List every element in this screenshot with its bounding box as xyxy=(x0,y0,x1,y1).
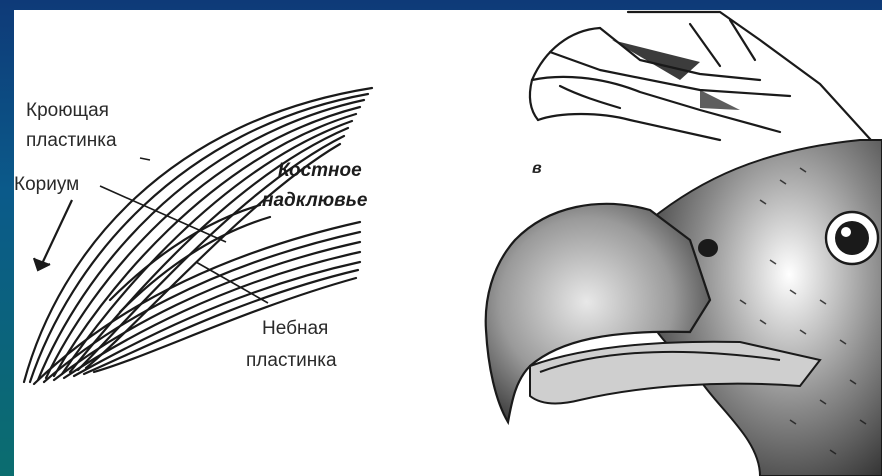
label-bone-upper-beak-line2: надклювье xyxy=(262,190,367,212)
label-covering-plate-line2: пластинка xyxy=(26,130,117,152)
label-bone-upper-beak-line1: Костное xyxy=(278,160,362,182)
label-corium: Кориум xyxy=(14,174,79,196)
label-covering-plate-line1: Кроющая xyxy=(26,100,109,122)
label-palatal-plate-line2: пластинка xyxy=(246,350,337,372)
label-palatal-plate-line1: Небная xyxy=(262,318,328,340)
panel-letter: в xyxy=(532,160,542,178)
